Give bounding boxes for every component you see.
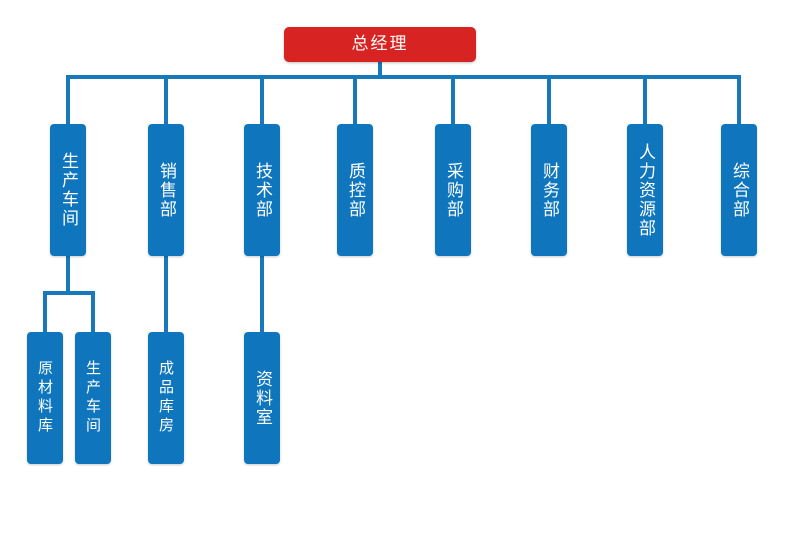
- sub-unit-drop-connector: [164, 255, 168, 333]
- general-manager-node: 总经理: [284, 27, 476, 62]
- department-drop-connector: [260, 77, 264, 125]
- sub-unit-node-raw-material-store: 原材料库: [27, 332, 63, 464]
- sub-unit-label: 原材料库: [36, 360, 54, 436]
- sub-unit-label: 生产车间: [84, 360, 102, 436]
- department-label: 采购部: [443, 161, 463, 219]
- department-node-quality-control: 质控部: [337, 124, 373, 256]
- department-drop-connector: [353, 77, 357, 125]
- department-drop-connector: [451, 77, 455, 125]
- department-drop-connector: [164, 77, 168, 125]
- department-node-sales: 销售部: [148, 124, 184, 256]
- sub-unit-node-finished-goods-store: 成品库房: [148, 332, 184, 464]
- sub-unit-label: 成品库房: [157, 360, 175, 436]
- department-node-technology: 技术部: [244, 124, 280, 256]
- department-label: 财务部: [539, 161, 559, 219]
- general-manager-label: 总经理: [351, 34, 409, 54]
- sub-unit-node-archive-room: 资料室: [244, 332, 280, 464]
- sub-unit-stem-connector: [66, 255, 70, 293]
- sub-unit-label: 资料室: [252, 369, 272, 427]
- department-node-purchasing: 采购部: [435, 124, 471, 256]
- department-label: 人力资源部: [635, 142, 655, 238]
- department-label: 销售部: [156, 161, 176, 219]
- department-label: 技术部: [252, 161, 272, 219]
- sub-unit-node-production-workshop: 生产车间: [75, 332, 111, 464]
- department-node-human-resources: 人力资源部: [627, 124, 663, 256]
- department-label: 综合部: [729, 161, 749, 219]
- department-drop-connector: [66, 77, 70, 125]
- root-stem-connector: [378, 61, 382, 76]
- department-node-finance: 财务部: [531, 124, 567, 256]
- department-drop-connector: [643, 77, 647, 125]
- sub-unit-bus-connector: [43, 291, 95, 295]
- department-label: 生产车间: [58, 152, 78, 228]
- sub-unit-drop-connector: [43, 293, 47, 333]
- sub-unit-drop-connector: [260, 255, 264, 333]
- department-drop-connector: [547, 77, 551, 125]
- department-node-production: 生产车间: [50, 124, 86, 256]
- department-node-general-affairs: 综合部: [721, 124, 757, 256]
- sub-unit-drop-connector: [91, 293, 95, 333]
- department-label: 质控部: [345, 161, 365, 219]
- department-bus-connector: [66, 75, 741, 79]
- department-drop-connector: [737, 77, 741, 125]
